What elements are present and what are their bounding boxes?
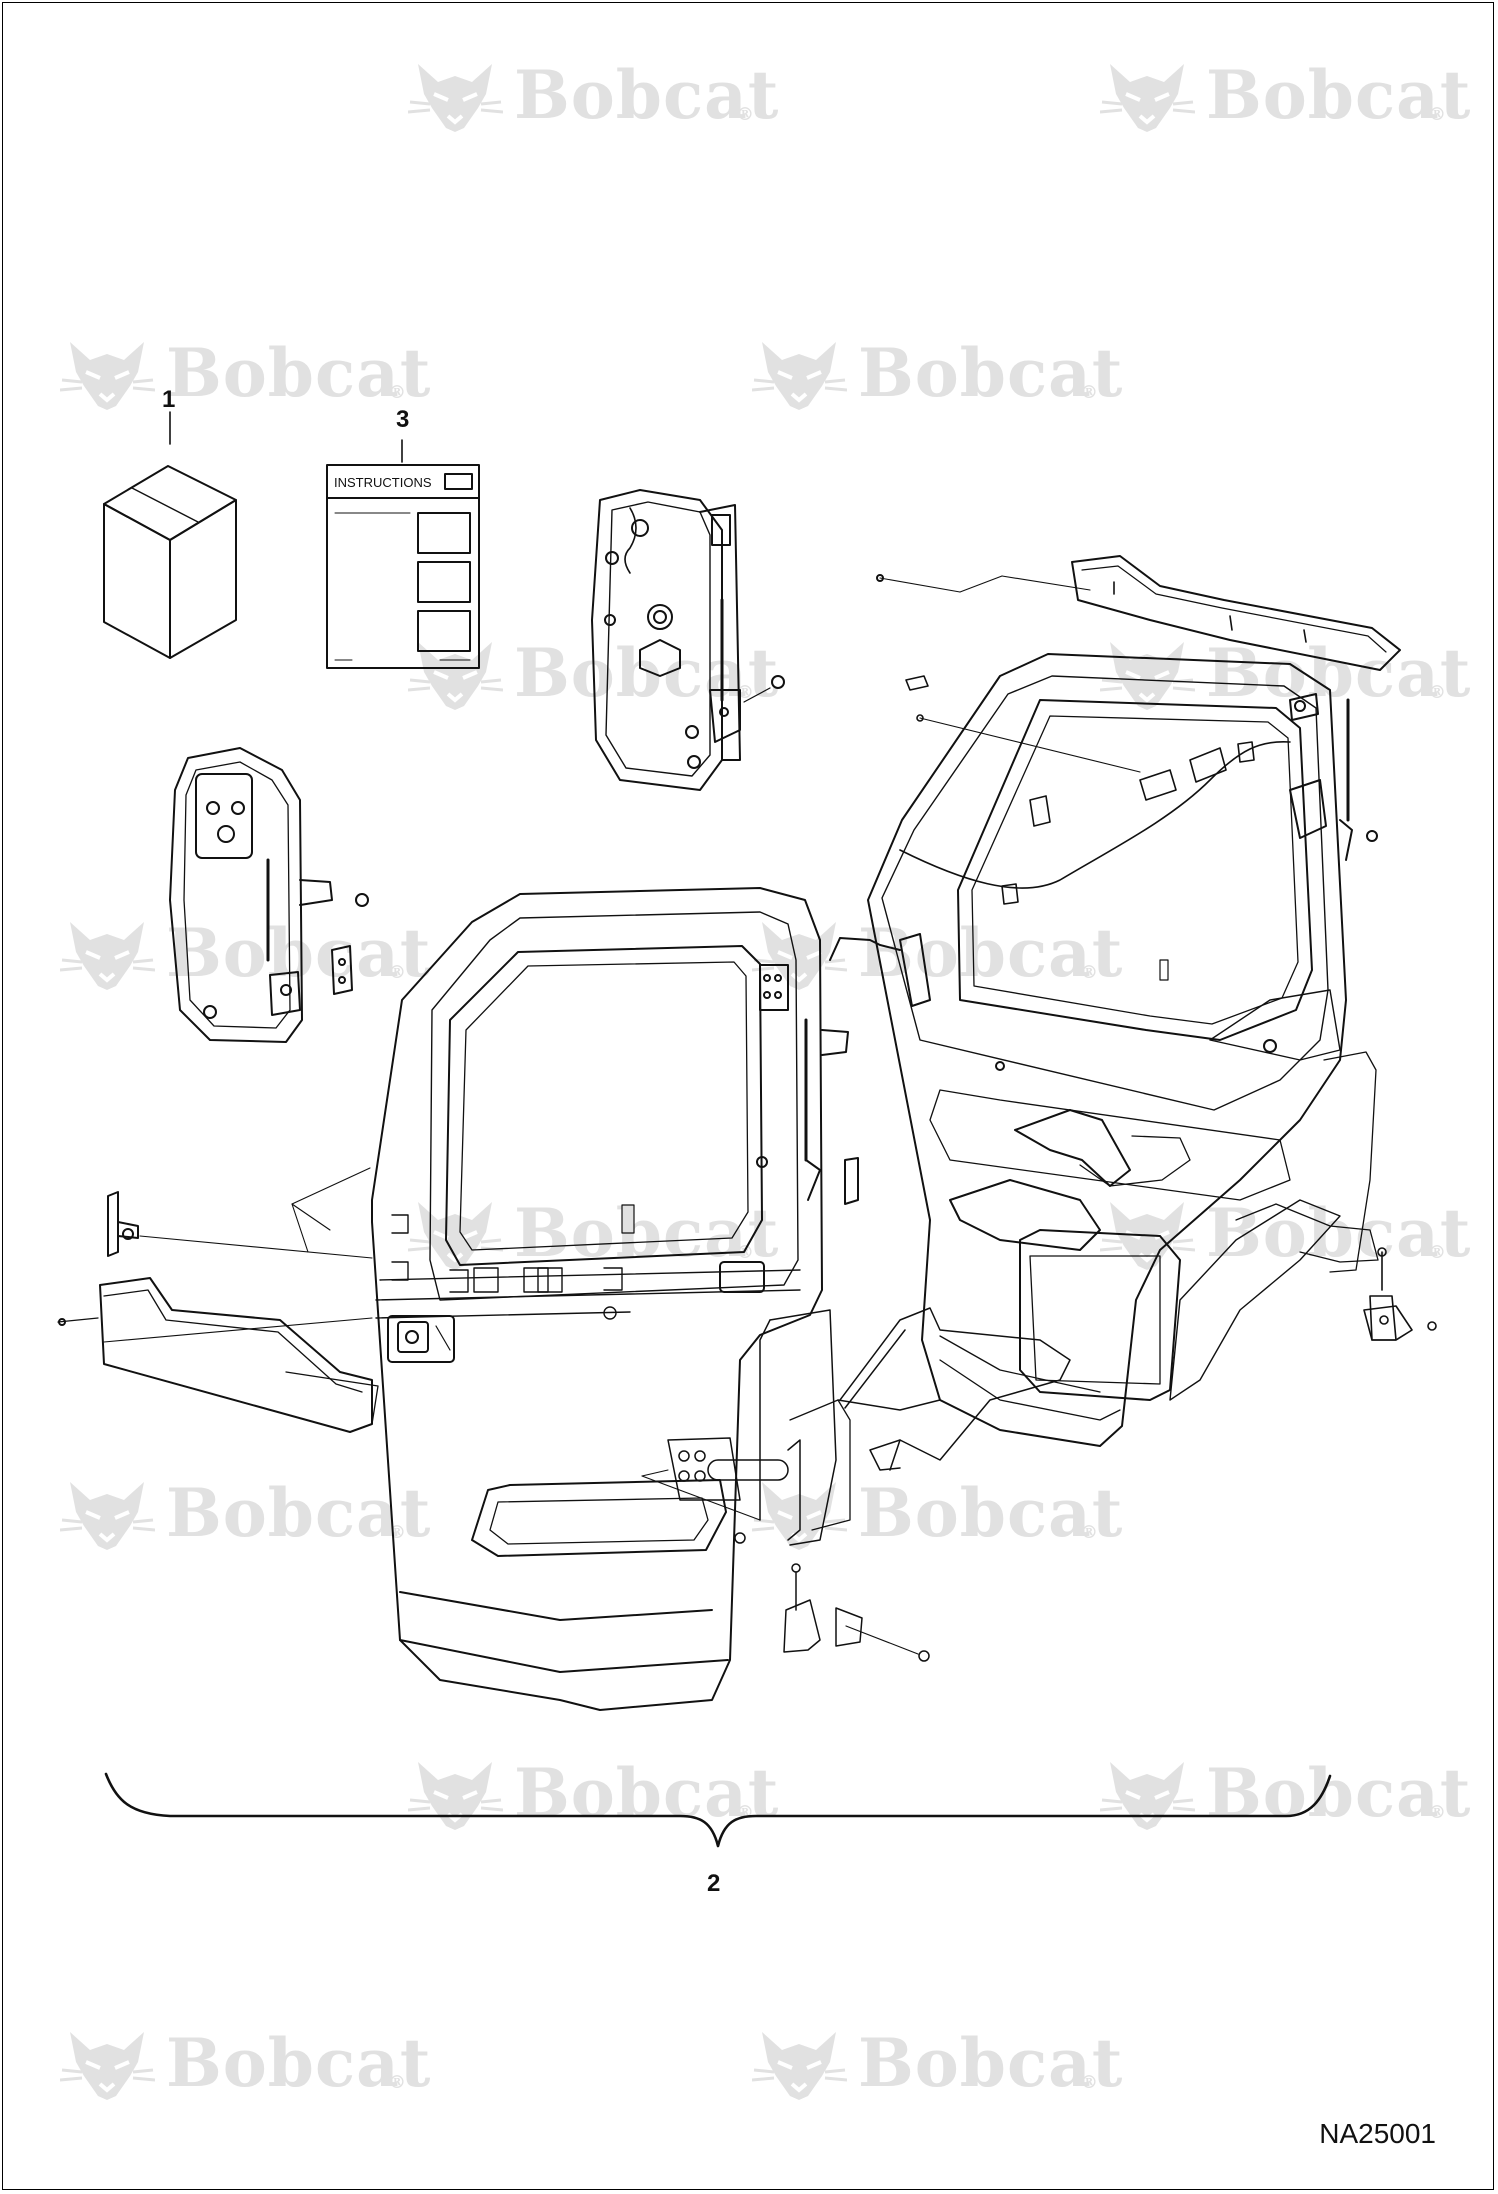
bobcat-head-logo-icon — [60, 922, 155, 990]
wiring-harness — [899, 675, 1291, 905]
watermark-registered-mark: ® — [388, 2072, 407, 2093]
bobcat-head-logo-icon — [60, 1482, 155, 1550]
watermark-registered-mark: ® — [1080, 1522, 1099, 1543]
rear-hinge-bracket — [1363, 1247, 1437, 1341]
latch-detail-upper — [591, 489, 785, 791]
bobcat-head-logo-icon — [408, 642, 503, 710]
watermark-registered-mark: ® — [388, 962, 407, 983]
bobcat-head-logo-icon — [1100, 64, 1195, 132]
watermark-registered-mark: ® — [1080, 382, 1099, 403]
watermark-registered-mark: ® — [1428, 1242, 1447, 1263]
instruction-sheet-part — [326, 439, 480, 669]
watermark-registered-mark: ® — [1080, 962, 1099, 983]
watermark-text: Bobcat — [514, 56, 780, 134]
watermark-registered-mark: ® — [1080, 2072, 1099, 2093]
watermark-registered-mark: ® — [1428, 104, 1447, 125]
watermark-text: Bobcat — [166, 2024, 432, 2102]
callout-item-2: 2 — [707, 1870, 721, 1897]
instruction-sheet-title: INSTRUCTIONS — [334, 475, 432, 490]
bobcat-head-logo-icon — [752, 342, 847, 410]
watermark-text: Bobcat — [1206, 1754, 1472, 1832]
bobcat-head-logo-icon — [408, 64, 503, 132]
assembly-bracket — [104, 1772, 1332, 1848]
watermark-text: Bobcat — [858, 2024, 1124, 2102]
kit-box-part — [103, 411, 237, 659]
watermark-text: Bobcat — [166, 334, 432, 412]
bobcat-head-logo-icon — [752, 2032, 847, 2100]
watermark-text: Bobcat — [858, 1474, 1124, 1552]
watermark-text: Bobcat — [1206, 56, 1472, 134]
front-door-assembly — [371, 887, 859, 1711]
bobcat-head-logo-icon — [752, 1482, 847, 1550]
latch-detail-left — [169, 747, 369, 1043]
drawing-number: NA25001 — [1319, 2118, 1436, 2149]
door-sill-trim — [57, 1167, 379, 1433]
bobcat-head-logo-icon — [752, 922, 847, 990]
watermark-registered-mark: ® — [1428, 1802, 1447, 1823]
watermark-text: Bobcat — [858, 334, 1124, 412]
callout-item-3: 3 — [396, 406, 410, 433]
bobcat-head-logo-icon — [408, 1762, 503, 1830]
watermark-registered-mark: ® — [1428, 682, 1447, 703]
bobcat-head-logo-icon — [60, 342, 155, 410]
rear-door-upper-trim — [876, 555, 1401, 671]
watermark-text: Bobcat — [1206, 1194, 1472, 1272]
watermark-registered-mark: ® — [736, 104, 755, 125]
watermark-registered-mark: ® — [388, 382, 407, 403]
door-lower-linkage — [641, 1307, 1071, 1662]
watermark-text: Bobcat — [1206, 634, 1472, 712]
callout-item-1: 1 — [162, 386, 176, 413]
rear-door-assembly — [829, 653, 1379, 1447]
bobcat-head-logo-icon — [60, 2032, 155, 2100]
watermark-text: Bobcat — [166, 1474, 432, 1552]
watermark-registered-mark: ® — [736, 1242, 755, 1263]
